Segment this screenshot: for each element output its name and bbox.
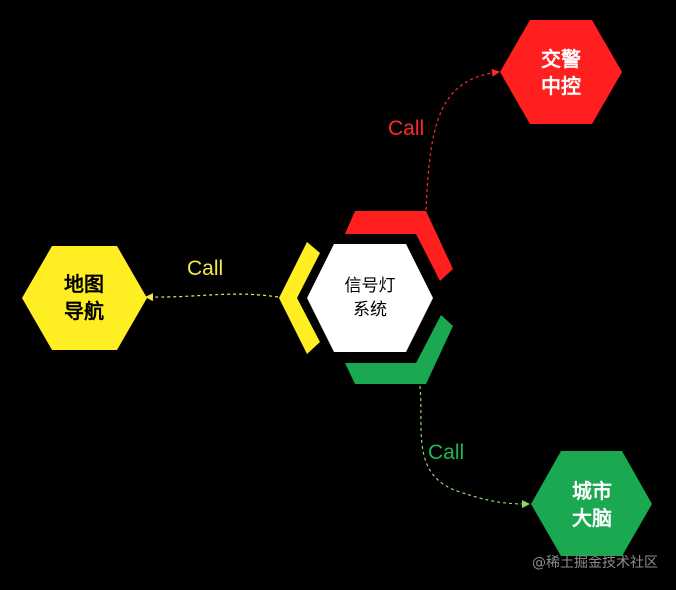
edge-to-map-line [145, 293, 279, 302]
edge-label-police: Call [388, 117, 424, 140]
center-hexagon [307, 244, 433, 352]
center-label-line2: 系统 [353, 300, 387, 320]
city-brain-hexagon [531, 451, 652, 556]
edge-to-police-line [425, 68, 500, 211]
signal-yellow-segment [279, 242, 320, 354]
police-control-label-line1: 交警 [541, 47, 581, 71]
signal-green-segment [345, 315, 453, 384]
map-navigation-label-line1: 地图 [64, 272, 104, 296]
watermark: @稀土掘金技术社区 [532, 555, 658, 571]
edge-label-city: Call [428, 441, 464, 464]
edge-to-city-line [419, 385, 530, 508]
city-brain-label-line1: 城市 [572, 479, 612, 503]
map-navigation-hexagon [22, 246, 147, 350]
map-navigation-label-line2: 导航 [64, 299, 104, 323]
police-control-label-line2: 中控 [541, 74, 581, 98]
signal-red-segment [345, 211, 453, 281]
edge-label-map: Call [187, 257, 223, 280]
center-label-line1: 信号灯 [345, 276, 396, 296]
police-control-hexagon [500, 20, 622, 124]
city-brain-label-line2: 大脑 [572, 506, 612, 530]
